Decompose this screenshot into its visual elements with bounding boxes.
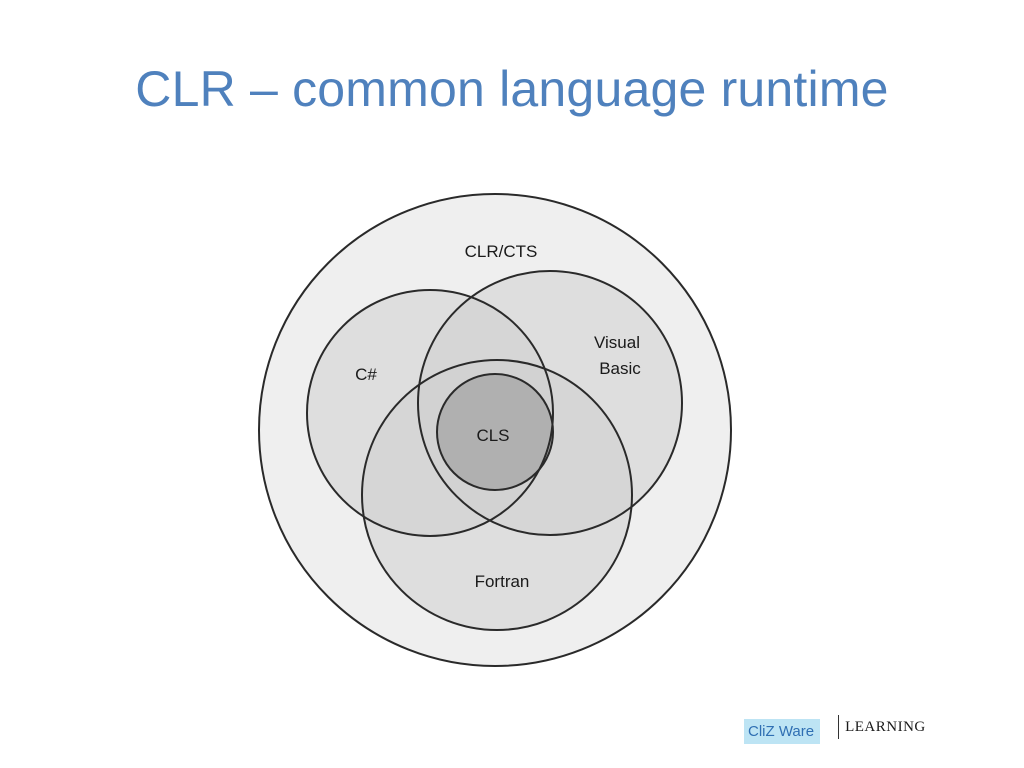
visual-basic-outline (417, 270, 683, 536)
label-visual-basic-line2: Basic (599, 359, 641, 378)
label-clr-cts: CLR/CTS (465, 242, 538, 261)
csharp-outline (306, 289, 554, 537)
fortran-circle (362, 360, 632, 630)
cls-outline (436, 373, 554, 491)
label-cls: CLS (476, 426, 509, 445)
brand-name: CliZ Ware (744, 718, 821, 744)
footer-divider (838, 715, 840, 739)
slide-title: CLR – common language runtime (135, 61, 889, 117)
fortran-outline (361, 359, 633, 631)
cls-circle (437, 374, 553, 490)
label-fortran: Fortran (475, 572, 530, 591)
label-visual-basic-line1: Visual (594, 333, 640, 352)
footer-logo: CliZ Ware LEARNING (744, 712, 926, 744)
label-csharp: C# (355, 365, 377, 384)
circle-outlines (306, 270, 683, 631)
brand-tagline: LEARNING (845, 718, 926, 735)
